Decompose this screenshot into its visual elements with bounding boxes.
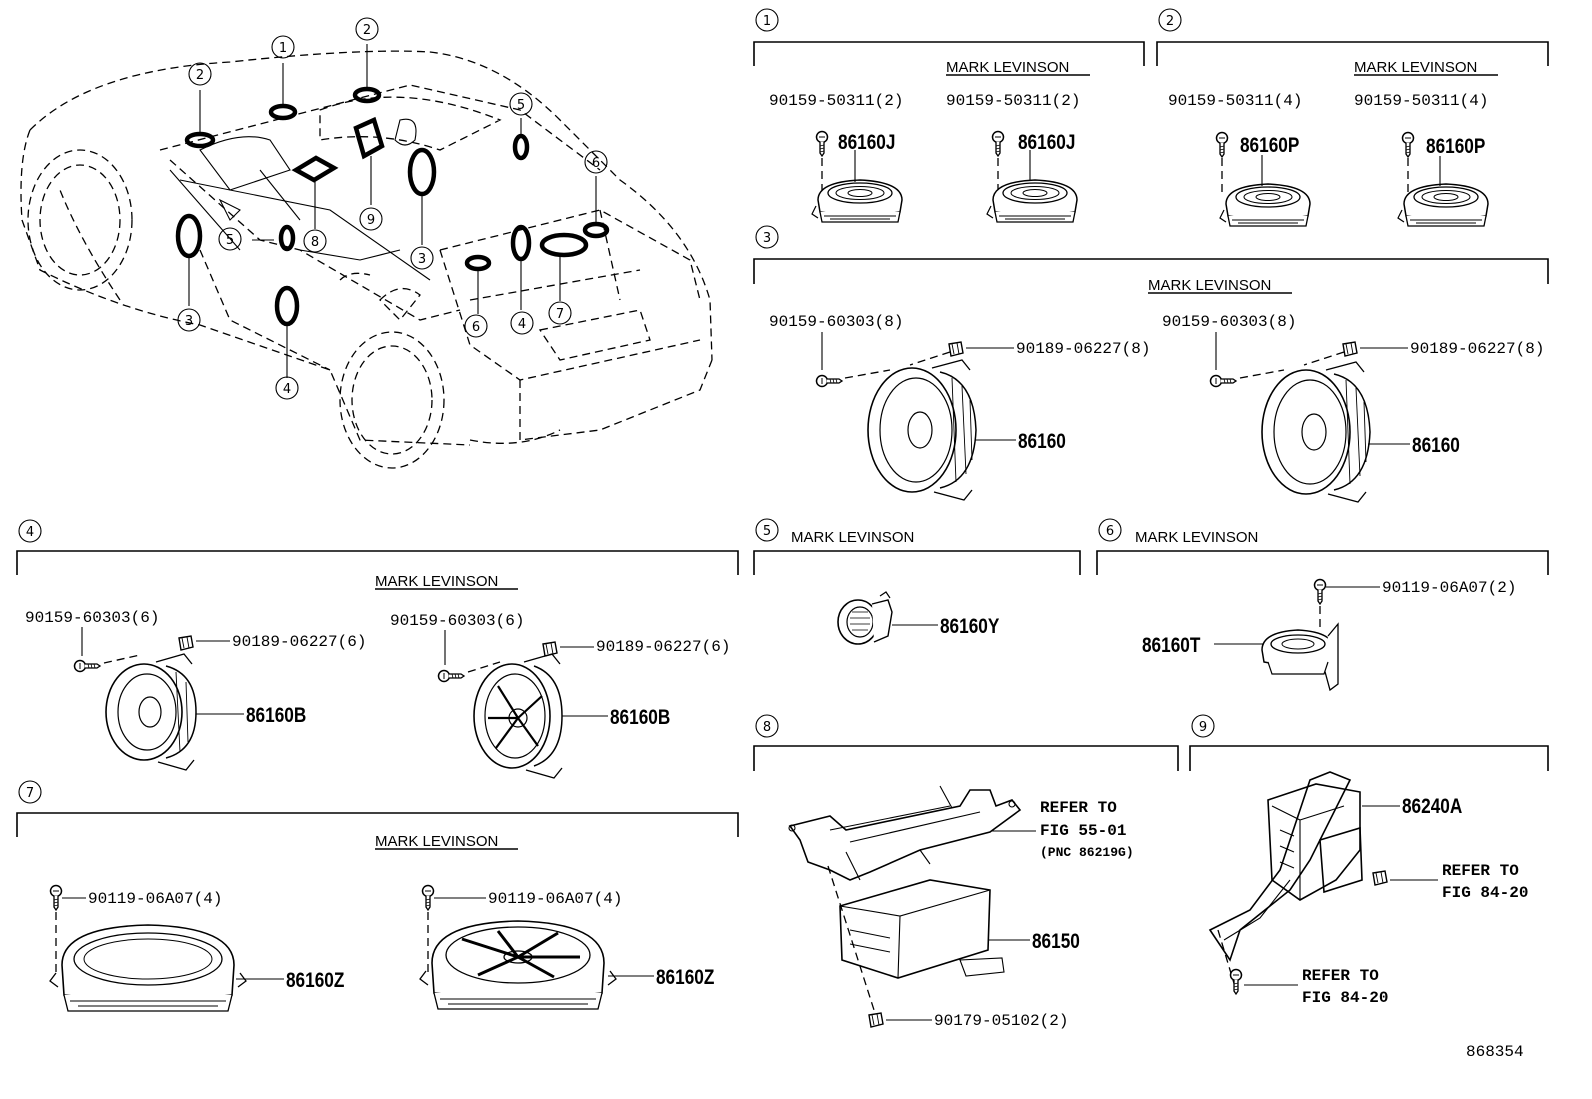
part-label: 86160Z bbox=[656, 967, 715, 990]
callout-5[interactable]: 5 bbox=[218, 227, 242, 251]
callout-7[interactable]: 7 bbox=[548, 301, 572, 325]
part-label: 86160Y bbox=[940, 616, 1000, 639]
bolt-label: 90159-50311(2) bbox=[946, 92, 1080, 110]
section-1: 1 MARK LEVINSON 90159-50311(2) 90159-503… bbox=[753, 8, 1145, 223]
callout-5[interactable]: 5 bbox=[509, 92, 533, 116]
bolt-label: 90119-06A07(2) bbox=[1382, 579, 1516, 597]
section-8: 8 REFER TO FIG 55-01 (PNC 86219G) 86150 … bbox=[753, 714, 1179, 1030]
part-label: 86160Z bbox=[286, 970, 345, 993]
section-header: MARK LEVINSON bbox=[375, 833, 498, 850]
section-header: MARK LEVINSON bbox=[946, 59, 1069, 76]
nut-label: 90189-06227(8) bbox=[1410, 340, 1544, 358]
part-label: 86160 bbox=[1018, 431, 1066, 454]
section-number: 5 bbox=[763, 524, 771, 539]
callout-8[interactable]: 8 bbox=[303, 229, 327, 253]
section-header: MARK LEVINSON bbox=[1135, 529, 1258, 546]
refer-text: FIG 84-20 bbox=[1302, 989, 1388, 1007]
svg-text:4: 4 bbox=[283, 382, 291, 397]
section-4: 4 MARK LEVINSON 90159-60303(6) 90159-603… bbox=[16, 519, 739, 779]
section-3: 3 MARK LEVINSON 90159-60303(8) 90159-603… bbox=[753, 225, 1549, 503]
section-header: MARK LEVINSON bbox=[791, 529, 914, 546]
vehicle-overview bbox=[20, 44, 713, 469]
callout-1[interactable]: 1 bbox=[271, 35, 295, 59]
callout-6[interactable]: 6 bbox=[464, 314, 488, 338]
svg-text:8: 8 bbox=[311, 235, 319, 250]
svg-text:9: 9 bbox=[367, 213, 375, 228]
section-number: 1 bbox=[763, 14, 771, 29]
section-number: 6 bbox=[1106, 524, 1114, 539]
svg-text:5: 5 bbox=[226, 233, 234, 248]
section-5: 5 MARK LEVINSON 86160Y bbox=[753, 518, 1081, 645]
section-2: 2 MARK LEVINSON 90159-50311(4) 90159-503… bbox=[1156, 8, 1549, 227]
bolt-label: 90159-50311(2) bbox=[769, 92, 903, 110]
callout-2[interactable]: 2 bbox=[355, 17, 379, 41]
section-number: 2 bbox=[1166, 14, 1174, 29]
callout-4[interactable]: 4 bbox=[275, 376, 299, 400]
section-number: 7 bbox=[26, 786, 34, 801]
callout-3[interactable]: 3 bbox=[410, 246, 434, 270]
refer-text: FIG 84-20 bbox=[1442, 884, 1528, 902]
refer-text: (PNC 86219G) bbox=[1040, 845, 1134, 860]
part-label: 86160J bbox=[1018, 132, 1075, 155]
diagram-id: 868354 bbox=[1466, 1043, 1524, 1061]
bolt-label: 90159-50311(4) bbox=[1168, 92, 1302, 110]
svg-text:5: 5 bbox=[517, 98, 525, 113]
bolt-label: 90119-06A07(4) bbox=[488, 890, 622, 908]
svg-text:1: 1 bbox=[279, 41, 287, 56]
refer-text: FIG 55-01 bbox=[1040, 822, 1126, 840]
svg-text:6: 6 bbox=[472, 320, 480, 335]
nut-label: 90189-06227(6) bbox=[596, 638, 730, 656]
part-label: 86160P bbox=[1426, 136, 1486, 159]
section-number: 8 bbox=[763, 720, 771, 735]
part-label: 86160B bbox=[610, 707, 670, 730]
part-label: 86160J bbox=[838, 132, 895, 155]
callout-6[interactable]: 6 bbox=[584, 150, 608, 174]
callout-9[interactable]: 9 bbox=[359, 207, 383, 231]
bolt-label: 90159-60303(8) bbox=[769, 313, 903, 331]
section-7: 7 MARK LEVINSON 90119-06A07(4) 90119-06A… bbox=[16, 780, 739, 1012]
refer-text: REFER TO bbox=[1302, 967, 1379, 985]
svg-text:2: 2 bbox=[196, 68, 204, 83]
callout-2[interactable]: 2 bbox=[188, 62, 212, 86]
part-label: 86160 bbox=[1412, 435, 1460, 458]
callout-4[interactable]: 4 bbox=[510, 311, 534, 335]
section-number: 9 bbox=[1199, 720, 1207, 735]
part-label: 86160B bbox=[246, 705, 306, 728]
section-9: 9 86240A REFER TO FIG 84-20 REFER TO FIG… bbox=[1189, 714, 1549, 1007]
section-header: MARK LEVINSON bbox=[1354, 59, 1477, 76]
svg-text:3: 3 bbox=[185, 314, 193, 329]
nut-label: 90179-05102(2) bbox=[934, 1012, 1068, 1030]
svg-text:3: 3 bbox=[418, 252, 426, 267]
nut-label: 90189-06227(8) bbox=[1016, 340, 1150, 358]
callout-3[interactable]: 3 bbox=[177, 308, 201, 332]
refer-text: REFER TO bbox=[1040, 799, 1117, 817]
svg-text:2: 2 bbox=[363, 23, 371, 38]
svg-text:7: 7 bbox=[556, 307, 564, 322]
refer-text: REFER TO bbox=[1442, 862, 1519, 880]
part-label: 86150 bbox=[1032, 931, 1080, 954]
bolt-label: 90159-60303(6) bbox=[390, 612, 524, 630]
svg-text:4: 4 bbox=[518, 317, 526, 332]
part-label: 86160T bbox=[1142, 635, 1201, 658]
section-header: MARK LEVINSON bbox=[1148, 277, 1271, 294]
section-number: 3 bbox=[763, 231, 771, 246]
nut-label: 90189-06227(6) bbox=[232, 633, 366, 651]
svg-text:6: 6 bbox=[592, 156, 600, 171]
part-label: 86240A bbox=[1402, 796, 1462, 819]
part-label: 86160P bbox=[1240, 135, 1300, 158]
bolt-label: 90119-06A07(4) bbox=[88, 890, 222, 908]
section-number: 4 bbox=[26, 525, 34, 540]
bolt-label: 90159-60303(8) bbox=[1162, 313, 1296, 331]
bolt-label: 90159-50311(4) bbox=[1354, 92, 1488, 110]
bolt-label: 90159-60303(6) bbox=[25, 609, 159, 627]
section-header: MARK LEVINSON bbox=[375, 573, 498, 590]
vehicle-callouts: 1 2 2 5 6 9 5 8 3 3 6 4 7 4 bbox=[177, 17, 608, 400]
section-6: 6 MARK LEVINSON 90119-06A07(2) 86160T bbox=[1096, 518, 1549, 692]
